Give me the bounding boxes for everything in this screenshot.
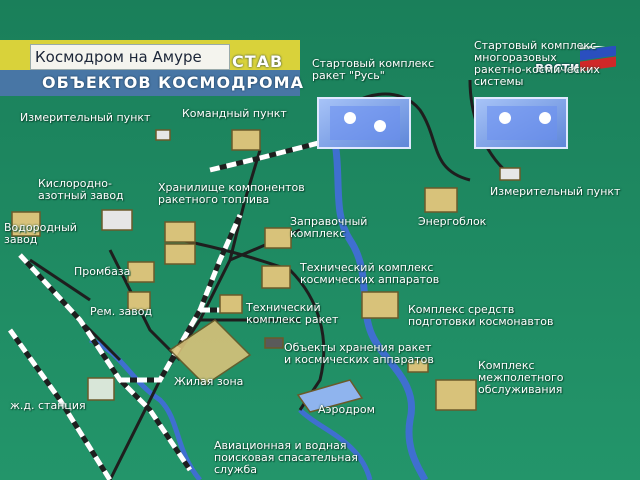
label-aviacionnaya-sluzhba: Авиационная и водная поисковая спасатель… (214, 439, 358, 476)
launch-pad-multi (474, 97, 568, 149)
label-podgotovka-kosmonavtov: Комплекс средств подготовки космонавтов (408, 303, 554, 328)
broadcaster-name: вести (535, 60, 580, 76)
launch-pad-rus (317, 97, 411, 149)
diagram-title-line1: СТАВ (232, 52, 284, 71)
label-rem-zavod: Рем. завод (90, 305, 153, 318)
label-zapravochny: Заправочный комплекс (290, 215, 368, 240)
label-izmeritelny-punkt-east: Измерительный пункт (490, 185, 621, 198)
label-start-multi: Стартовый комплекс многоразовых ракетно-… (474, 39, 600, 88)
label-zhilaya-zona: Жилая зона (174, 375, 244, 388)
logo-flag-red (580, 56, 616, 72)
label-kislorodno-azotny: Кислородно- азотный завод (38, 177, 124, 202)
label-khranilishche: Хранилище компонентов ракетного топлива (158, 181, 305, 206)
label-hranenie-raket: Объекты хранения ракет и космических апп… (284, 341, 434, 366)
river-lower (298, 408, 373, 480)
label-mezhpoletnogo: Комплекс межполетного обслуживания (478, 359, 564, 396)
label-komandny-punkt: Командный пункт (182, 107, 287, 120)
diagram-title-line2: ОБЪЕКТОВ КОСМОДРОМА (42, 73, 304, 92)
label-zhd-stanciya: ж.д. станция (10, 399, 86, 412)
river-main (326, 118, 429, 480)
label-tech-raket: Технический комплекс ракет (246, 301, 339, 326)
label-start-rus: Стартовый комплекс ракет "Русь" (312, 57, 435, 82)
label-prombaza: Промбаза (74, 265, 131, 278)
vesti-logo (580, 46, 616, 72)
broadcast-caption: Космодром на Амуре (30, 44, 230, 70)
label-tech-kosmicheskih: Технический комплекс космических аппарат… (300, 261, 440, 286)
label-aerodrom: Аэродром (318, 403, 375, 416)
buildings (11, 129, 521, 413)
label-vodorodny-zavod: Водородный завод (4, 221, 77, 246)
title-band-lower (0, 70, 300, 96)
label-izmeritelny-punkt-west: Измерительный пункт (20, 111, 151, 124)
label-energoblok: Энергоблок (418, 215, 487, 228)
logo-flag-blue (580, 46, 616, 61)
